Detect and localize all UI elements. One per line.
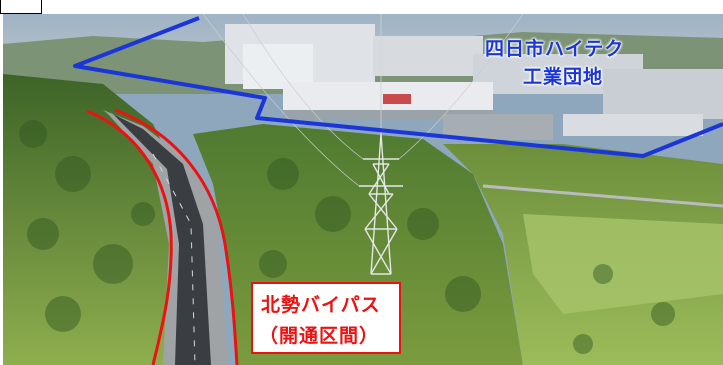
bypass-road — [113, 114, 211, 365]
bypass-label-line1: 北勢バイパス — [261, 294, 381, 316]
industrial-park-label-line1: 四日市ハイテク — [485, 38, 625, 60]
bypass-label-box: 北勢バイパス （開通区間） — [251, 282, 401, 354]
power-lines — [202, 14, 524, 187]
grass-patch — [523, 214, 723, 314]
bypass-outline-left — [86, 109, 173, 365]
aerial-scene — [3, 14, 723, 365]
aerial-photo: 四日市ハイテク 工業団地 — [3, 14, 723, 365]
corner-tab — [0, 0, 42, 14]
industrial-buildings — [225, 24, 723, 140]
road-right — [482, 184, 723, 208]
tree-texture — [19, 120, 675, 354]
bypass-outline-right — [114, 108, 239, 365]
industrial-park-outline — [73, 16, 723, 158]
industrial-park-label-line2: 工業団地 — [523, 66, 604, 88]
road-lane-marking — [152, 153, 196, 365]
transmission-tower — [359, 14, 403, 275]
bypass-label-line2: （開通区間） — [259, 325, 380, 347]
